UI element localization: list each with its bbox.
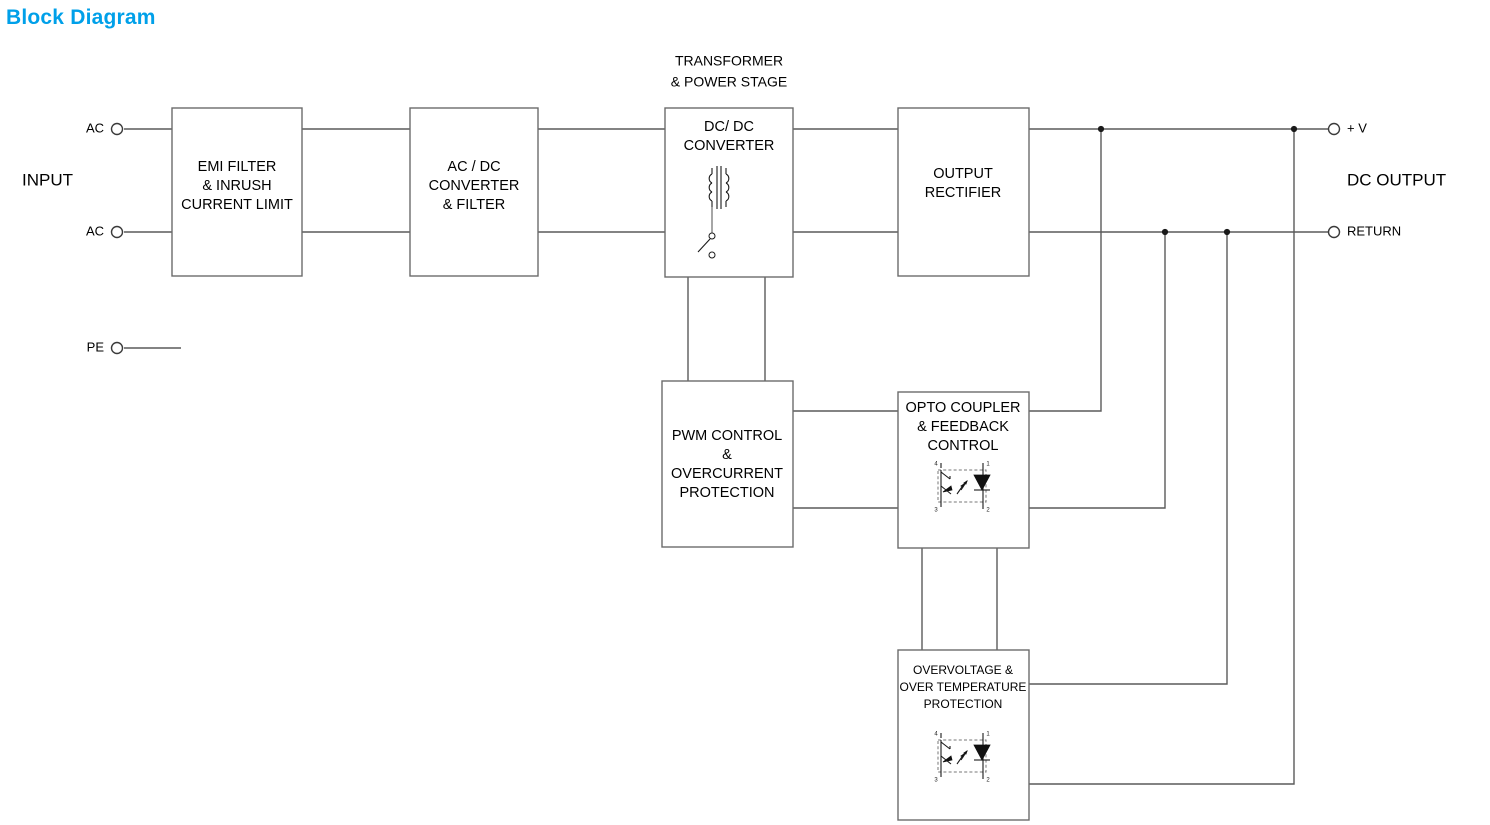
switch-symbol	[697, 232, 716, 259]
terminal-return[interactable]	[1327, 225, 1341, 239]
input-label: INPUT	[22, 170, 73, 189]
opto-pin-4: 4	[934, 462, 938, 468]
terminal-label-pe: PE	[87, 339, 105, 354]
opto-pin-3: 3	[934, 508, 938, 514]
ovp-opto-pin-1: 1	[986, 732, 990, 738]
transformer-symbol	[708, 166, 730, 233]
block-pwm-control-line-3: OVERCURRENT	[671, 466, 783, 482]
block-ac-dc-converter-line-1: AC / DC	[447, 159, 500, 175]
terminal-label-return: RETURN	[1347, 223, 1401, 238]
opto-pin-1: 1	[986, 462, 990, 468]
block-opto-coupler-line-3: CONTROL	[928, 438, 999, 454]
terminal-label-ac-bottom: AC	[86, 223, 104, 238]
terminal-plus-v[interactable]	[1327, 122, 1341, 136]
block-opto-coupler[interactable]: OPTO COUPLER & FEEDBACK CONTROL	[897, 391, 1030, 549]
block-output-rectifier-line-1: OUTPUT	[933, 166, 993, 182]
dc-output-label: DC OUTPUT	[1347, 170, 1446, 189]
terminal-label-plus-v: + V	[1347, 120, 1367, 135]
block-output-rectifier-rect[interactable]	[897, 107, 1030, 277]
page-title: Block Diagram	[6, 6, 156, 29]
optocoupler-symbol: 4 1 3 2	[934, 462, 991, 514]
transformer-group-label-line2: & POWER STAGE	[671, 74, 787, 90]
block-output-rectifier-line-2: RECTIFIER	[925, 185, 1002, 201]
ovp-opto-pin-3: 3	[934, 778, 938, 784]
block-ac-dc-converter-line-3: & FILTER	[443, 197, 506, 213]
block-pwm-control-line-1: PWM CONTROL	[672, 428, 782, 444]
junction-return-opto	[1161, 228, 1169, 236]
block-emi-filter-line-1: EMI FILTER	[198, 159, 277, 175]
block-output-rectifier[interactable]: OUTPUT RECTIFIER	[897, 107, 1030, 277]
junction-plusv-ovp	[1290, 125, 1298, 133]
terminal-ac-bottom[interactable]	[110, 225, 124, 239]
junction-dots	[1097, 125, 1298, 236]
block-overvoltage-protection[interactable]: OVERVOLTAGE & OVER TEMPERATURE PROTECTIO…	[897, 649, 1030, 821]
block-opto-coupler-line-2: & FEEDBACK	[917, 419, 1009, 435]
transformer-group-label-line1: TRANSFORMER	[675, 53, 783, 69]
block-dc-dc-converter-line-1: DC/ DC	[704, 119, 754, 135]
block-overvoltage-protection-line-1: OVERVOLTAGE &	[913, 663, 1013, 677]
terminal-label-ac-top: AC	[86, 120, 104, 135]
block-ac-dc-converter[interactable]: AC / DC CONVERTER & FILTER	[409, 107, 539, 277]
block-opto-coupler-rect[interactable]	[897, 391, 1030, 549]
block-emi-filter-line-2: & INRUSH	[202, 178, 271, 194]
block-emi-filter-rect[interactable]	[171, 107, 303, 277]
stage-wires	[302, 128, 1328, 785]
block-dc-dc-converter-rect[interactable]	[664, 107, 794, 278]
block-pwm-control-rect[interactable]	[661, 380, 794, 548]
block-dc-dc-converter-line-2: CONVERTER	[684, 138, 775, 154]
block-overvoltage-protection-line-3: PROTECTION	[924, 697, 1003, 711]
block-overvoltage-protection-line-2: OVER TEMPERATURE	[900, 680, 1027, 694]
block-pwm-control[interactable]: PWM CONTROL & OVERCURRENT PROTECTION	[661, 380, 794, 548]
junction-plusv-opto	[1097, 125, 1105, 133]
block-pwm-control-line-4: PROTECTION	[679, 485, 774, 501]
block-ac-dc-converter-line-2: CONVERTER	[429, 178, 520, 194]
block-opto-coupler-line-1: OPTO COUPLER	[906, 400, 1021, 416]
input-wires	[124, 128, 181, 349]
block-emi-filter[interactable]: EMI FILTER & INRUSH CURRENT LIMIT	[171, 107, 303, 277]
block-emi-filter-line-3: CURRENT LIMIT	[181, 197, 293, 213]
terminal-ac-top[interactable]	[110, 122, 124, 136]
block-dc-dc-converter[interactable]: DC/ DC CONVERTER	[664, 107, 794, 278]
optocoupler-symbol-ovp: 4 1 3 2	[934, 732, 991, 784]
ovp-opto-pin-4: 4	[934, 732, 938, 738]
block-overvoltage-protection-rect[interactable]	[897, 649, 1030, 821]
opto-pin-2: 2	[986, 508, 990, 514]
block-pwm-control-line-2: &	[722, 447, 732, 463]
ovp-opto-pin-2: 2	[986, 778, 990, 784]
terminal-pe[interactable]	[110, 341, 124, 355]
block-ac-dc-converter-rect[interactable]	[409, 107, 539, 277]
junction-return-ovp	[1223, 228, 1231, 236]
